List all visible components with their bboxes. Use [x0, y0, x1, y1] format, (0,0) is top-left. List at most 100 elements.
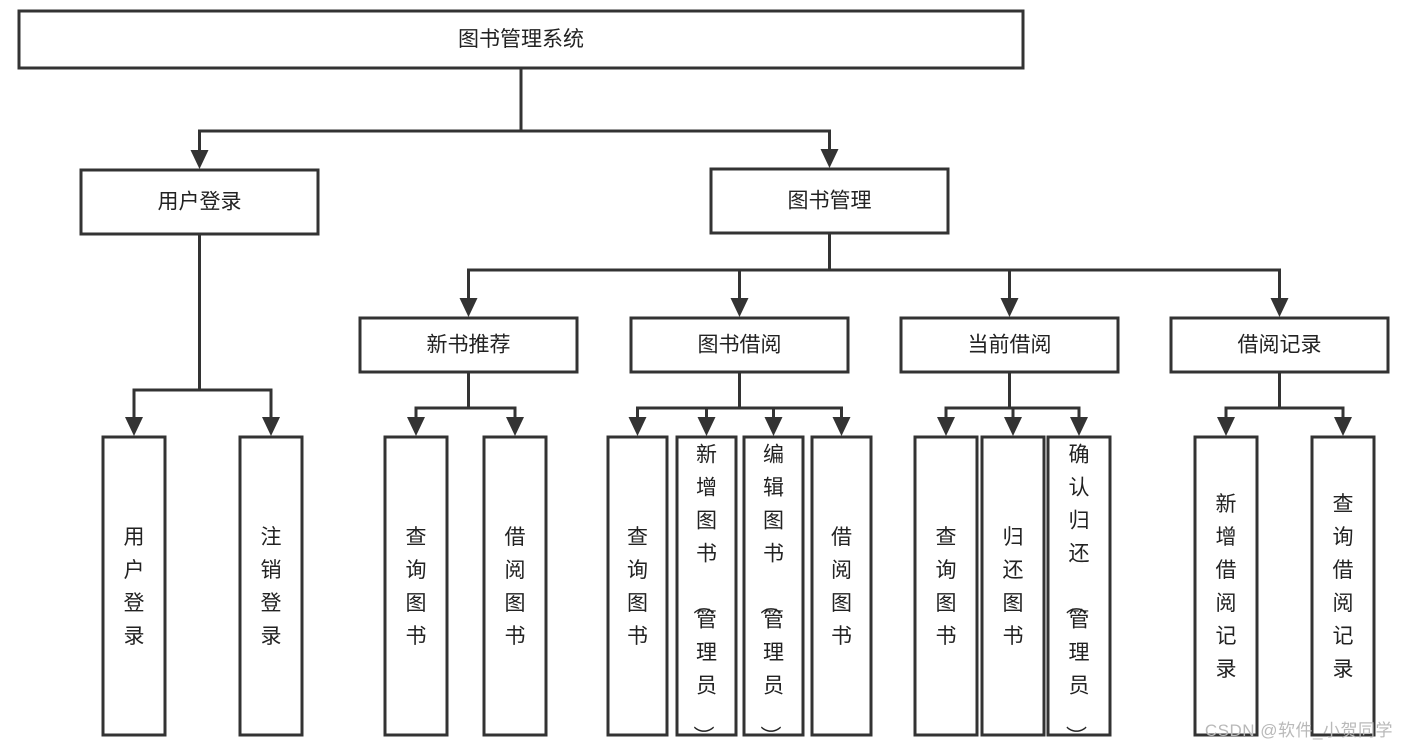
arrow-head: [1000, 298, 1019, 317]
node-box[interactable]: [913, 435, 979, 737]
node-label: 注销登录: [261, 526, 282, 648]
node-leaf-add-book[interactable]: 新增图书（管理员）: [675, 435, 738, 747]
connector-book-manage-to-current-borrow: [828, 233, 1019, 317]
node-box[interactable]: [810, 435, 873, 737]
node-box[interactable]: [675, 435, 738, 737]
arrow-head: [506, 417, 524, 436]
connector-new-book-rec-to-leaf-query-book-rec: [407, 372, 470, 436]
node-label: 新书推荐: [427, 334, 511, 357]
connector-borrow-record-to-leaf-add-record: [1217, 372, 1281, 436]
connector-book-borrow-to-leaf-edit-book: [738, 372, 783, 436]
node-label: 借阅图书: [831, 526, 852, 648]
node-leaf-add-record[interactable]: 新增借阅记录: [1193, 435, 1259, 737]
node-box[interactable]: [238, 435, 304, 737]
arrow-head: [1070, 417, 1088, 436]
connector-book-manage-to-book-borrow: [730, 233, 831, 317]
node-label: 查询借阅记录: [1333, 493, 1354, 681]
node-leaf-return-book[interactable]: 归还图书: [980, 435, 1046, 737]
connector-borrow-record-to-leaf-query-record: [1278, 372, 1352, 436]
node-leaf-query-book-bb[interactable]: 查询图书: [606, 435, 669, 737]
node-leaf-logout[interactable]: 注销登录: [238, 435, 304, 737]
node-box[interactable]: [742, 435, 805, 737]
node-label: 借阅图书: [505, 526, 526, 648]
arrow-head: [1334, 417, 1352, 436]
arrow-head: [407, 417, 425, 436]
node-label: 新增借阅记录: [1216, 493, 1237, 681]
node-current-borrow[interactable]: 当前借阅: [899, 316, 1120, 374]
connector-user-login-to-leaf-logout: [198, 234, 280, 436]
connector-book-manage-to-new-book-rec: [459, 233, 831, 317]
node-label: 图书借阅: [698, 334, 782, 357]
node-leaf-borrow-book-bb[interactable]: 借阅图书: [810, 435, 873, 737]
connector-layer: [125, 68, 1352, 436]
node-box[interactable]: [606, 435, 669, 737]
node-box[interactable]: [1193, 435, 1259, 737]
node-label: 图书管理: [788, 190, 872, 213]
node-box[interactable]: [79, 168, 320, 236]
node-leaf-query-record[interactable]: 查询借阅记录: [1310, 435, 1376, 737]
arrow-head: [262, 417, 280, 436]
node-borrow-record[interactable]: 借阅记录: [1169, 316, 1390, 374]
node-leaf-query-book-cb[interactable]: 查询图书: [913, 435, 979, 737]
node-box[interactable]: [101, 435, 167, 737]
arrow-head: [730, 298, 749, 317]
node-label: 编辑图书（管理员）: [758, 444, 784, 747]
node-leaf-user-login[interactable]: 用户登录: [101, 435, 167, 737]
connector-book-manage-to-borrow-record: [828, 233, 1289, 317]
node-box[interactable]: [980, 435, 1046, 737]
node-label: 用户登录: [124, 526, 145, 648]
node-leaf-edit-book[interactable]: 编辑图书（管理员）: [742, 435, 805, 747]
node-box[interactable]: [383, 435, 449, 737]
node-new-book-rec[interactable]: 新书推荐: [358, 316, 579, 374]
node-layer: 图书管理系统用户登录图书管理新书推荐图书借阅当前借阅借阅记录用户登录注销登录查询…: [17, 9, 1390, 747]
node-box[interactable]: [1046, 435, 1112, 737]
node-box[interactable]: [899, 316, 1120, 374]
node-label: 借阅记录: [1238, 334, 1322, 357]
node-label: 新增图书（管理员）: [691, 444, 717, 747]
node-user-login[interactable]: 用户登录: [79, 168, 320, 236]
connector-current-borrow-to-leaf-confirm-return: [1008, 372, 1088, 436]
arrow-head: [1004, 417, 1022, 436]
arrow-head: [1270, 298, 1289, 317]
node-box[interactable]: [629, 316, 850, 374]
node-root[interactable]: 图书管理系统: [17, 9, 1025, 70]
connector-root-to-book-manage: [519, 68, 839, 168]
arrow-head: [820, 149, 839, 168]
node-label: 用户登录: [158, 191, 242, 214]
connector-book-borrow-to-leaf-borrow-book-bb: [738, 372, 851, 436]
node-leaf-confirm-return[interactable]: 确认归还（管理员）: [1046, 435, 1112, 747]
arrow-head: [628, 417, 647, 436]
arrow-head: [697, 417, 716, 436]
node-box[interactable]: [17, 9, 1025, 70]
arrow-head: [832, 417, 851, 436]
node-label: 查询图书: [936, 526, 957, 648]
node-label: 查询图书: [406, 526, 427, 648]
node-book-borrow[interactable]: 图书借阅: [629, 316, 850, 374]
node-leaf-borrow-book-rec[interactable]: 借阅图书: [482, 435, 548, 737]
arrow-head: [764, 417, 783, 436]
arrow-head: [125, 417, 143, 436]
connector-book-borrow-to-leaf-query-book-bb: [628, 372, 741, 436]
arrow-head: [190, 150, 209, 169]
arrow-head: [937, 417, 955, 436]
arrow-head: [1217, 417, 1235, 436]
connector-new-book-rec-to-leaf-borrow-book-rec: [467, 372, 524, 436]
node-box[interactable]: [482, 435, 548, 737]
connector-current-borrow-to-leaf-query-book-cb: [937, 372, 1011, 436]
arrow-head: [459, 298, 478, 317]
node-box[interactable]: [709, 167, 950, 235]
node-box[interactable]: [358, 316, 579, 374]
node-box[interactable]: [1310, 435, 1376, 737]
node-book-manage[interactable]: 图书管理: [709, 167, 950, 235]
connector-book-borrow-to-leaf-add-book: [697, 372, 741, 436]
node-label: 图书管理系统: [458, 28, 584, 51]
node-label: 确认归还（管理员）: [1064, 444, 1090, 747]
node-label: 归还图书: [1003, 526, 1024, 648]
node-box[interactable]: [1169, 316, 1390, 374]
node-label: 当前借阅: [968, 334, 1052, 357]
node-leaf-query-book-rec[interactable]: 查询图书: [383, 435, 449, 737]
connector-user-login-to-leaf-user-login: [125, 234, 201, 436]
connector-root-to-user-login: [190, 68, 523, 169]
